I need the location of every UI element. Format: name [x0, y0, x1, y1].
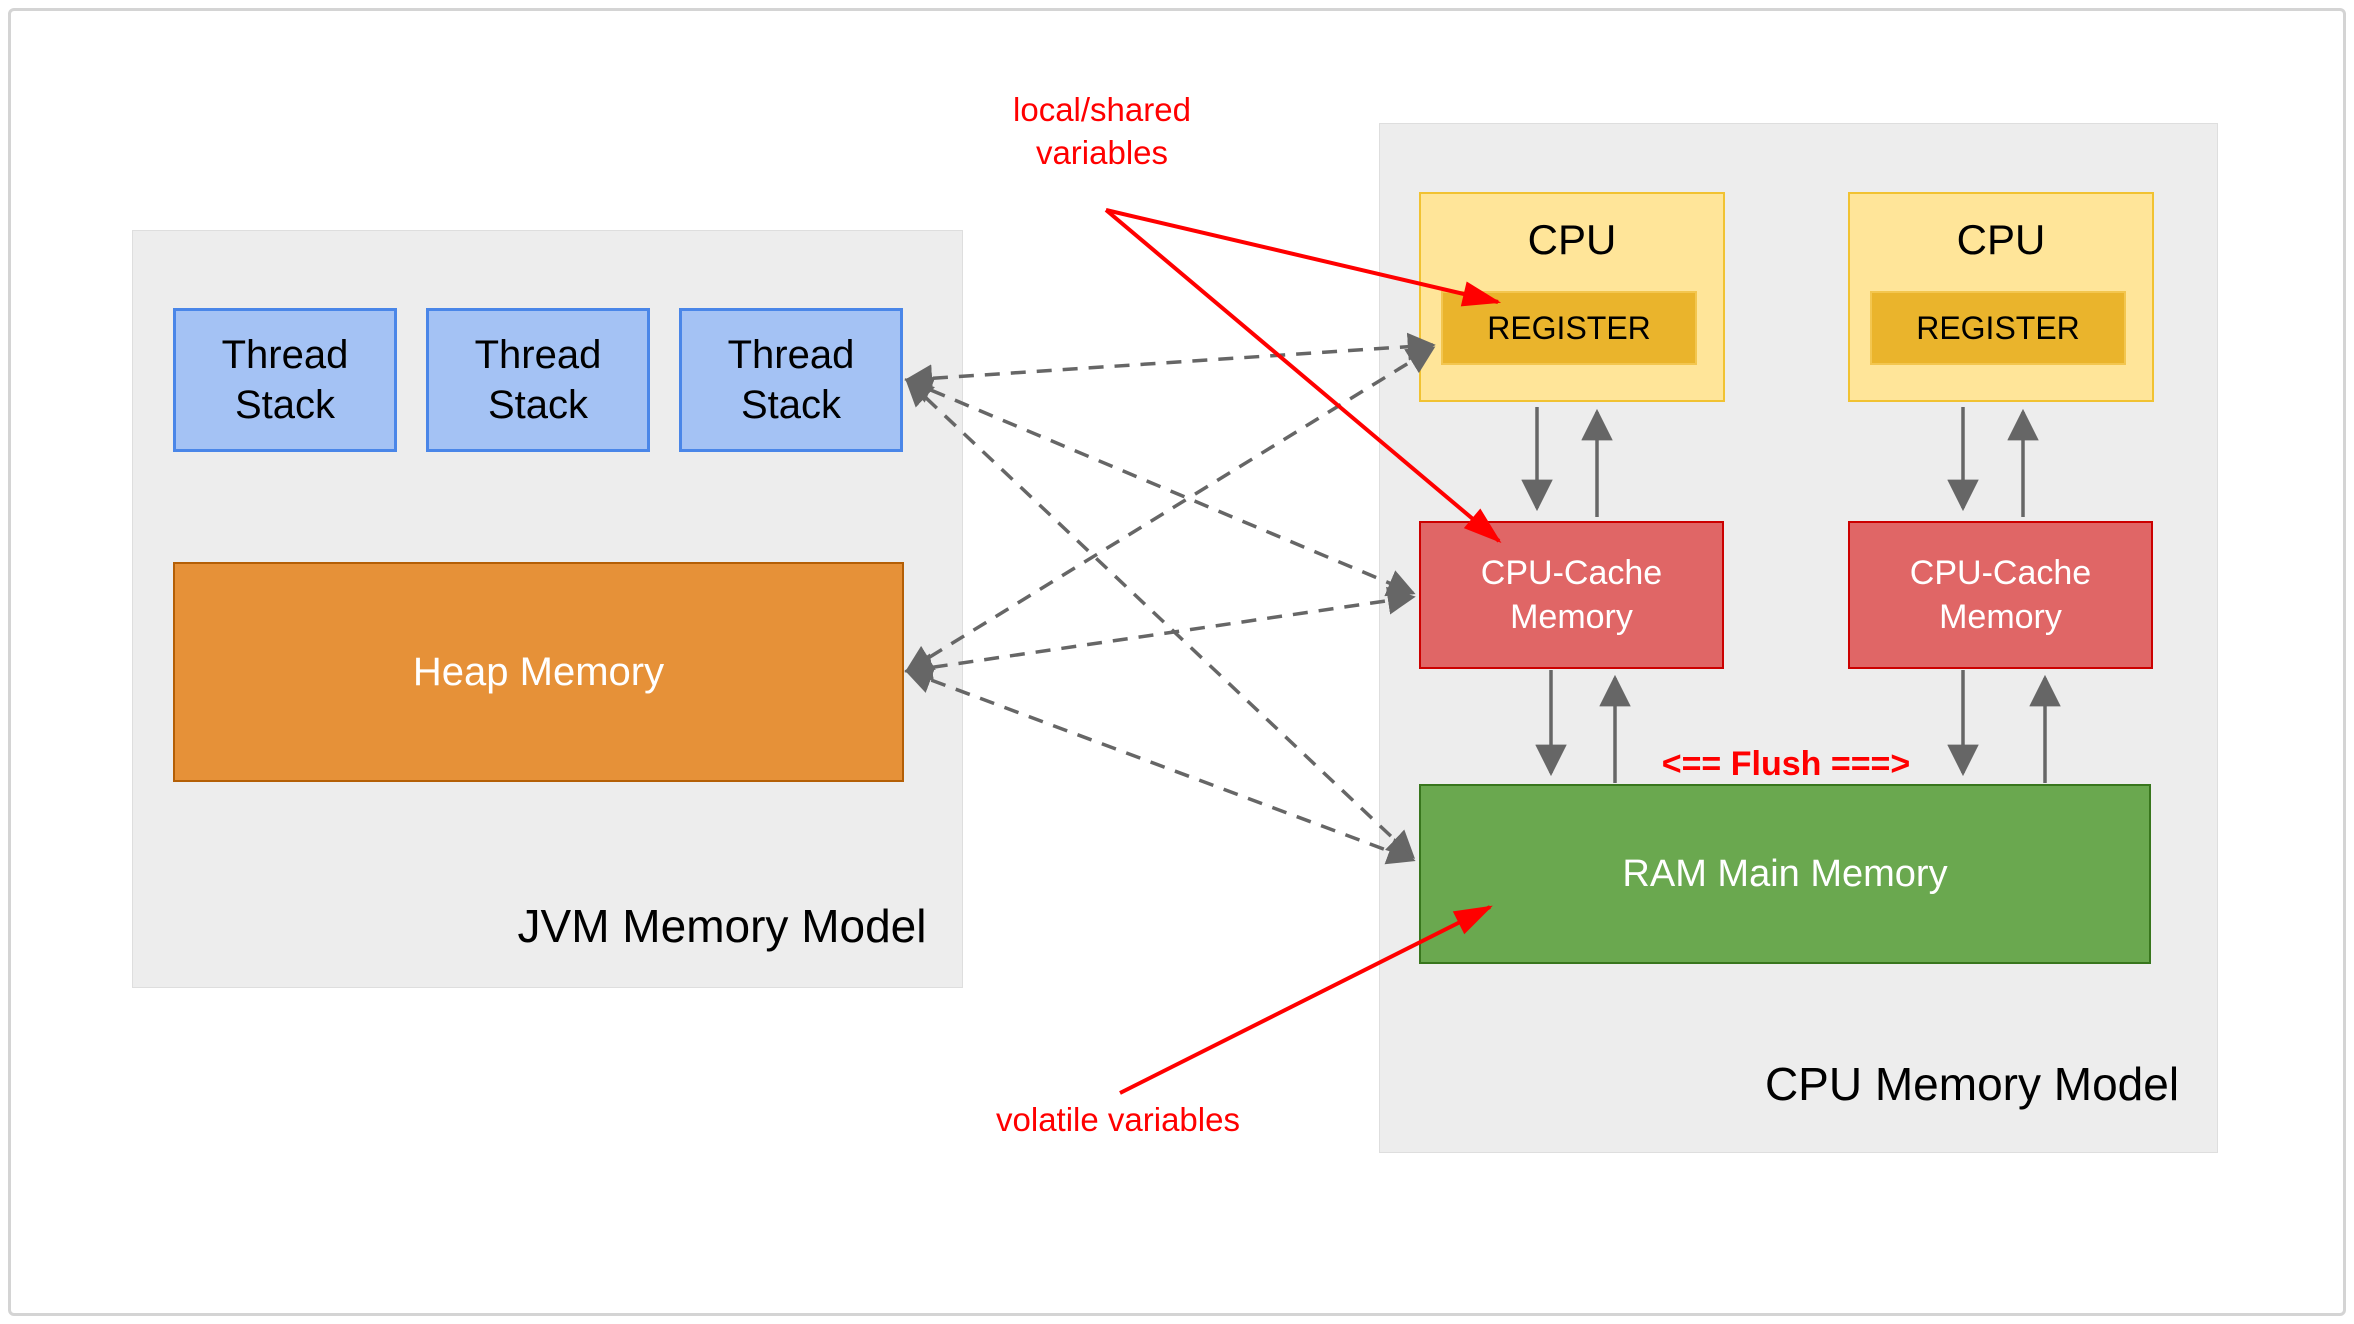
cpu-cache-box-2: CPU-Cache Memory	[1848, 521, 2153, 669]
thread-stack-box-2: Thread Stack	[426, 308, 650, 452]
heap-memory-box: Heap Memory	[173, 562, 904, 782]
volatile-variables-label: volatile variables	[996, 1101, 1240, 1138]
cpu-cache-box-1: CPU-Cache Memory	[1419, 521, 1724, 669]
register-box-1: REGISTER	[1441, 291, 1697, 365]
dashed-connector-threadstack-ram	[904, 378, 1416, 859]
thread-stack-box-3: Thread Stack	[679, 308, 903, 452]
cpu-panel-title: CPU Memory Model	[1764, 1058, 2180, 1110]
dashed-connector-heap-cache	[904, 586, 1416, 682]
dashed-connector-threadstack-register	[904, 332, 1436, 393]
local-shared-variables-label: local/shared variables	[1013, 91, 1191, 171]
ram-main-memory-box: RAM Main Memory	[1419, 784, 2151, 964]
dashed-connector-heap-register	[904, 346, 1436, 673]
flush-label: <== Flush ===>	[1661, 745, 1911, 783]
thread-stack-box-1: Thread Stack	[173, 308, 397, 452]
dashed-connector-heap-ram	[904, 666, 1416, 865]
dashed-connector-threadstack-cache	[904, 376, 1416, 597]
jvm-panel-title: JVM Memory Model	[517, 900, 927, 952]
register-box-2: REGISTER	[1870, 291, 2126, 365]
